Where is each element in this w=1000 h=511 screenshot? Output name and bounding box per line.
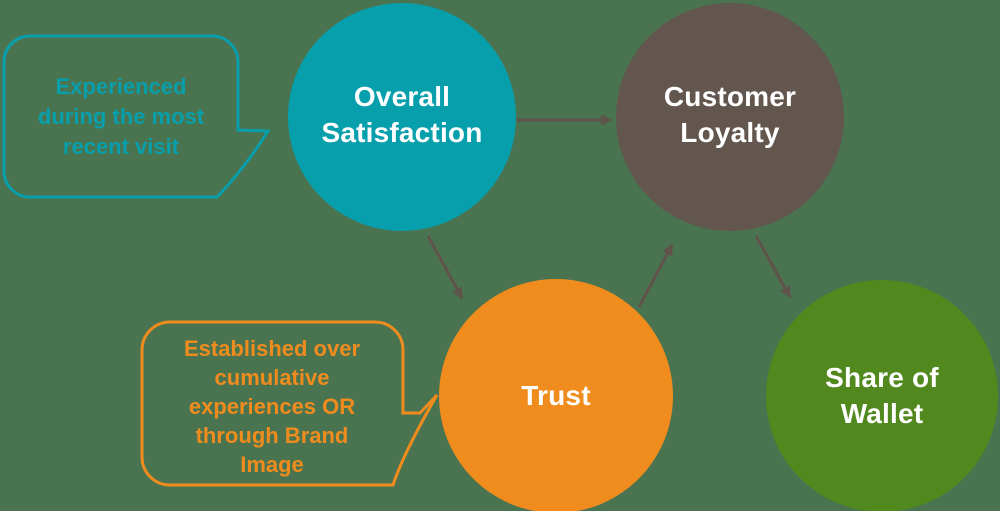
trust-circle: [439, 279, 673, 511]
callout-line: cumulative: [214, 365, 330, 390]
satisfaction-callout-text: Experienced during the most recent visit: [11, 72, 231, 162]
customer-loyalty-circle: [616, 3, 844, 231]
callout-line: during the most: [37, 104, 205, 129]
node-label-line: Loyalty: [680, 117, 780, 148]
overall-satisfaction-label: Overall Satisfaction: [302, 79, 502, 151]
callout-line: experiences OR: [188, 394, 356, 419]
callout-line: Established over: [183, 336, 361, 361]
callout-satisfaction-bubble: [2, 34, 271, 199]
edge-trust-to-loyalty: [637, 244, 674, 308]
callout-line: Image: [240, 452, 304, 477]
customer-loyalty-label: Customer Loyalty: [630, 79, 830, 151]
overall-satisfaction-circle: [288, 3, 516, 231]
share-of-wallet-label: Share of Wallet: [782, 360, 982, 432]
edge-satisfaction-to-trust: [426, 235, 464, 299]
node-label-line: Customer: [663, 81, 797, 112]
node-label-line: Wallet: [840, 398, 924, 429]
share-of-wallet-circle: [766, 280, 998, 511]
edge-loyalty-to-wallet: [754, 235, 792, 298]
callout-line: Experienced: [55, 74, 187, 99]
node-label-line: Satisfaction: [321, 117, 483, 148]
callout-line: recent visit: [62, 134, 180, 159]
node-label-line: Overall: [353, 81, 451, 112]
callout-line: through Brand: [195, 423, 349, 448]
callout-trust-bubble: [140, 320, 439, 487]
trust-callout-text: Established over cumulative experiences …: [152, 334, 392, 479]
trust-label: Trust: [456, 378, 656, 414]
node-label-line: Trust: [521, 380, 591, 411]
node-label-line: Share of: [825, 362, 939, 393]
